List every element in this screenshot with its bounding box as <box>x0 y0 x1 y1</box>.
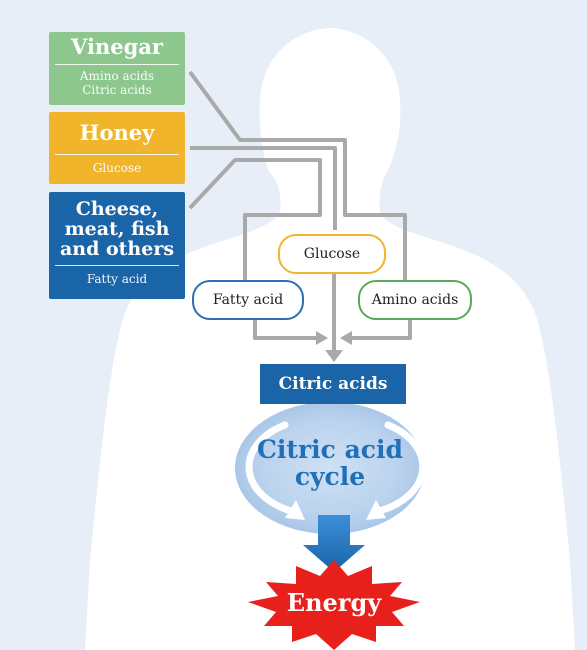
energy-label: Energy <box>270 588 398 617</box>
cheese-title-line-3: and others <box>49 239 185 265</box>
vinegar-divider <box>55 64 179 65</box>
honey-title: Honey <box>49 112 185 154</box>
cheese-title-line-2: meat, fish <box>49 219 185 239</box>
cycle-label-line-1: Citric acid <box>230 436 430 463</box>
citric-acid-cycle-label: Citric acid cycle <box>230 436 430 490</box>
citric-acids-box: Citric acids <box>260 364 406 404</box>
honey-divider <box>55 154 179 155</box>
honey-box: Honey Glucose <box>49 112 185 184</box>
glucose-pill: Glucose <box>278 234 386 274</box>
cheese-divider <box>55 265 179 266</box>
vinegar-item-amino: Amino acids <box>49 69 185 83</box>
vinegar-item-citric: Citric acids <box>49 83 185 97</box>
vinegar-title: Vinegar <box>49 32 185 64</box>
cycle-label-line-2: cycle <box>230 463 430 490</box>
cheese-item-fatty-acid: Fatty acid <box>49 272 185 286</box>
fatty-acid-pill: Fatty acid <box>192 280 304 320</box>
cheese-title-line-1: Cheese, <box>49 192 185 219</box>
honey-item-glucose: Glucose <box>49 161 185 175</box>
amino-acids-pill: Amino acids <box>358 280 472 320</box>
cheese-meat-fish-box: Cheese, meat, fish and others Fatty acid <box>49 192 185 299</box>
vinegar-box: Vinegar Amino acids Citric acids <box>49 32 185 105</box>
